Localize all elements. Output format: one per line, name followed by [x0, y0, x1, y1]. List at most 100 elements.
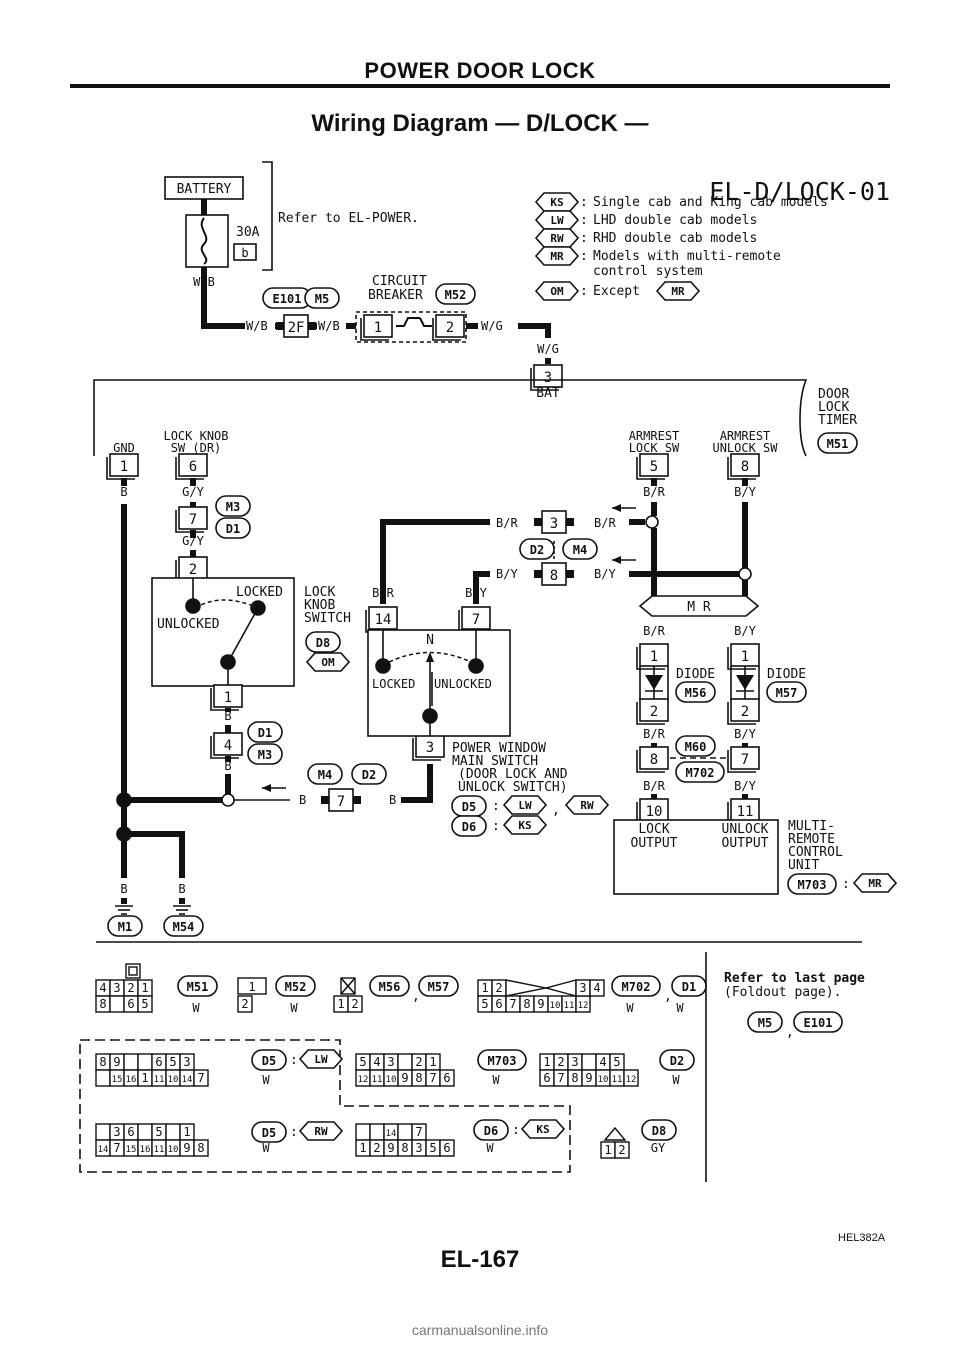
lks-pin-bottom: [213, 684, 243, 708]
face-color: W: [486, 1141, 494, 1155]
connector-pin-shadow: [727, 702, 756, 725]
legend-text: Single cab and King cab models: [593, 195, 828, 210]
connector-pin-number: 7: [472, 612, 480, 628]
connector-id-label: M51: [827, 437, 849, 451]
connector-id-label: M51: [187, 980, 209, 994]
connector-id-label: M52: [285, 980, 307, 994]
conn-m3: [215, 495, 251, 517]
conn-m52: [435, 283, 476, 305]
cavity-number: 9: [585, 1071, 592, 1085]
timer-outline: [93, 379, 808, 457]
battery-label: BATTERY: [177, 182, 232, 197]
diode-label: DIODE: [676, 667, 715, 682]
legend-except-ref: [655, 281, 701, 301]
connector-pin-shadow: [106, 457, 135, 480]
legend-separator: :: [580, 249, 588, 264]
note-sep: :: [290, 1125, 298, 1140]
connector-cavity: [439, 1069, 455, 1087]
face-color: W: [672, 1073, 680, 1087]
pw-pin-a: [368, 606, 398, 630]
legend-text: RHD double cab models: [593, 231, 757, 246]
connector-id-label: D2: [362, 768, 376, 782]
face-color: W: [626, 1001, 634, 1015]
connector-id-label: M56: [379, 980, 401, 994]
cavity-number: 8: [523, 997, 530, 1011]
face-color: W: [192, 1001, 200, 1015]
connector-id-label: M3: [226, 500, 240, 514]
condition-code: KS: [550, 196, 563, 209]
cavity-number: 10: [168, 1075, 179, 1085]
breaker-label: BREAKER: [368, 288, 423, 303]
lks-unlocked: UNLOCKED: [157, 617, 220, 632]
diagram-code: EL-D/LOCK-01: [709, 177, 890, 206]
wire-color: B: [120, 485, 127, 499]
condition-code: LW: [314, 1053, 328, 1066]
connector-cavity: [165, 1123, 181, 1141]
cavity-number: 10: [550, 1001, 561, 1011]
diode-symbol: [736, 675, 754, 690]
cavity-number: 9: [401, 1071, 408, 1085]
legend-text: Except: [593, 284, 640, 299]
connector-pin-number: 3: [544, 370, 552, 386]
pw-ground-wire: [401, 764, 433, 803]
cavity-number: 8: [401, 1141, 408, 1155]
face-conn-d5-rw: [251, 1121, 287, 1143]
cavity-number: 6: [127, 1125, 134, 1139]
condition-code: LW: [518, 799, 532, 812]
conn-m1: [107, 915, 143, 937]
connector-id-label: M60: [685, 740, 707, 754]
wire-color: B/Y: [734, 485, 756, 499]
cavity-number: 11: [154, 1075, 165, 1085]
wire-color: W/B: [193, 275, 215, 289]
cavity-number: 9: [113, 1055, 120, 1069]
wire-color: B: [224, 759, 231, 773]
direction-arrow-head: [612, 504, 621, 512]
cavity-number: 4: [593, 981, 600, 995]
mru-name: CONTROL: [788, 845, 843, 860]
legend-text: Models with multi-remote: [593, 249, 781, 264]
splice-point: [375, 658, 391, 674]
wire-color: B: [120, 882, 127, 896]
section-title: POWER DOOR LOCK: [364, 58, 596, 83]
plug-tab: [566, 570, 574, 578]
page-number: EL-167: [440, 1246, 520, 1273]
connector-id-label: E101: [804, 1016, 833, 1030]
condition-code: KS: [536, 1123, 549, 1136]
connector-id-label: D6: [484, 1124, 498, 1138]
lks-cond-om: [305, 652, 351, 672]
lks-name: SWITCH: [304, 611, 351, 626]
cavity-number: 7: [429, 1071, 436, 1085]
cavity-number: 1: [141, 1071, 148, 1085]
timer-name: LOCK: [818, 400, 849, 415]
connector-id-label: M3: [258, 748, 272, 762]
cavity-number: 8: [197, 1141, 204, 1155]
connector-pin-number: 14: [375, 612, 392, 628]
condition-code: KS: [518, 819, 531, 832]
connector-cavity: [123, 1053, 139, 1071]
conn-m3-lower: [247, 743, 283, 765]
condition-code: RW: [580, 799, 594, 812]
breaker-pin-in: [363, 314, 393, 338]
face-conn-d1: [671, 975, 707, 997]
connector-pin-shadow: [175, 457, 204, 480]
condition-code: MR: [550, 250, 564, 263]
condition-code: OM: [550, 285, 564, 298]
connector-id-label: D8: [316, 636, 330, 650]
face-conn-m56: [369, 975, 410, 997]
wire-color: B/R: [594, 516, 616, 530]
d1-lower-pin: [213, 732, 243, 756]
connector-pin-number: 1: [650, 649, 658, 665]
watermark: carmanualsonline.info: [411, 1322, 549, 1338]
cavity-number: 1: [359, 1141, 366, 1155]
figure-id: HEL382A: [838, 1232, 886, 1244]
cavity-number: 6: [443, 1071, 450, 1085]
face-color: W: [290, 1001, 298, 1015]
cavity-number: 11: [154, 1145, 165, 1155]
cavity-number: 7: [557, 1071, 564, 1085]
timer-name: TIMER: [818, 413, 857, 428]
legend-separator: :: [580, 284, 588, 299]
connector-pin-shadow: [175, 510, 204, 533]
mru-cond-mr: [852, 873, 898, 893]
connector-cavity: [581, 1053, 597, 1071]
connector-pin-shadow: [360, 318, 389, 341]
